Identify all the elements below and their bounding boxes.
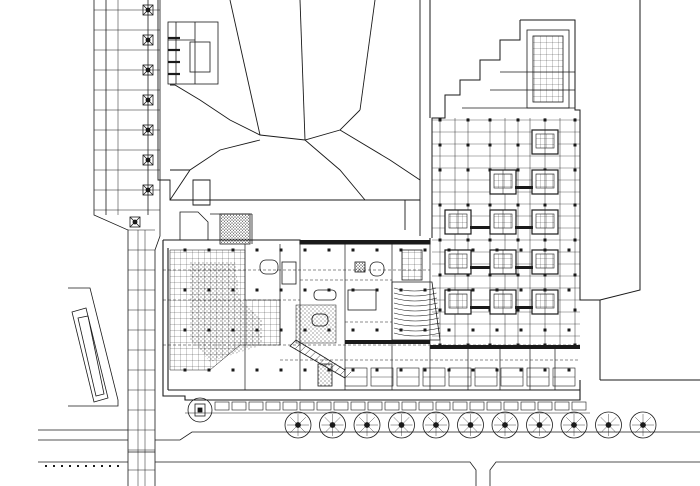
tower-core <box>462 29 575 109</box>
room-pod <box>531 289 559 315</box>
room-pod <box>531 129 559 155</box>
room-pod <box>489 209 517 235</box>
plaza-edge-left <box>68 287 119 407</box>
auditorium <box>391 249 441 341</box>
room-pod <box>444 289 472 315</box>
street-tree <box>388 411 415 439</box>
street-tree <box>284 411 312 439</box>
street-curbs <box>38 429 700 486</box>
room-pod <box>531 249 559 275</box>
street-tree <box>319 411 346 439</box>
sidewalk-paving <box>93 0 161 486</box>
street-tree <box>629 411 657 439</box>
street-trees <box>284 411 657 439</box>
street-tree <box>560 411 588 439</box>
pavilion-top <box>167 21 219 85</box>
sidewalk-tree <box>142 64 154 76</box>
front-planters <box>185 401 590 414</box>
tower-outline <box>429 0 700 381</box>
room-pod <box>489 249 517 275</box>
garden-area <box>169 211 337 371</box>
room-pod <box>531 169 559 195</box>
diagonal-stair <box>289 339 352 379</box>
sidewalk-tree <box>142 94 154 106</box>
street-tree <box>422 411 450 439</box>
tower-room-grid <box>432 118 580 347</box>
paving-grid <box>94 0 160 486</box>
sidewalk-tree <box>142 124 154 136</box>
room-pod <box>444 249 472 275</box>
street-tree <box>526 411 553 439</box>
room-pod <box>531 209 559 235</box>
interior-furniture <box>259 259 385 387</box>
room-pod <box>489 289 517 315</box>
sidewalk-tree <box>129 216 141 228</box>
street-tree <box>457 411 484 439</box>
street-tree <box>595 411 622 439</box>
sidewalk-tree <box>142 4 154 16</box>
room-pod <box>489 169 517 195</box>
street-tree <box>491 411 519 439</box>
plaza-sculpture <box>187 397 213 423</box>
room-pod <box>444 209 472 235</box>
sidewalk-tree <box>142 34 154 46</box>
existing-building-roof <box>157 0 421 236</box>
sidewalk-tree <box>142 184 154 196</box>
street-tree <box>353 411 381 439</box>
podium-walls <box>163 238 580 390</box>
sidewalk-tree <box>142 154 154 166</box>
sidewalk-trees <box>129 4 154 228</box>
